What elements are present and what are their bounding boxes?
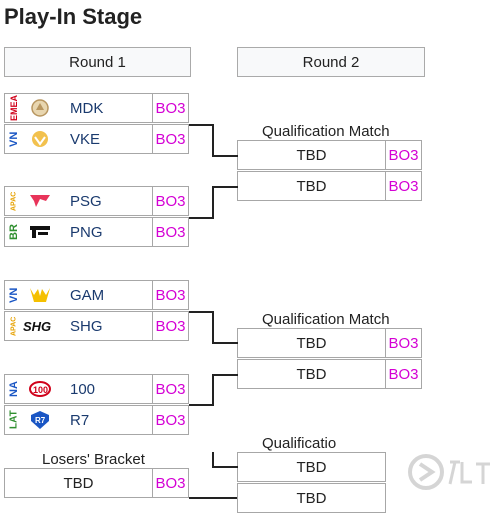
region-label: VN [8, 131, 20, 147]
region-label: VN [8, 287, 20, 303]
page-title: Play-In Stage [4, 4, 143, 29]
team-slot-vke[interactable]: VN VKE [4, 124, 153, 154]
tbd-slot[interactable]: TBD [237, 359, 386, 389]
region-label: APAC [10, 316, 18, 336]
bo3-badge: BO3 [152, 217, 189, 247]
team-name: SHG [70, 318, 103, 335]
100-logo-icon: 100 [27, 379, 53, 399]
bo3-badge: BO3 [152, 405, 189, 435]
team-name: PNG [70, 224, 103, 241]
region-label: LAT [8, 410, 20, 430]
bracket-connector [189, 311, 213, 313]
team-slot-100[interactable]: NA 100 100 [4, 374, 153, 404]
tbd-slot[interactable]: TBD [4, 468, 153, 498]
bracket-connector [212, 155, 238, 157]
round-1-header: Round 1 [4, 47, 191, 77]
bracket-connector [212, 342, 238, 344]
region-label: APAC [10, 191, 18, 211]
shg-logo-icon: SHG [23, 316, 63, 336]
watermark-logo-icon [406, 442, 496, 502]
tbd-slot[interactable]: TBD [237, 140, 386, 170]
mdk-logo-icon [27, 98, 53, 118]
bracket-connector [212, 186, 238, 188]
svg-text:SHG: SHG [23, 319, 51, 334]
bracket-connector [212, 186, 214, 219]
png-logo-icon [27, 222, 53, 242]
region-label: NA [8, 381, 20, 397]
r7-logo-icon: R7 [27, 410, 53, 430]
tbd-slot[interactable]: TBD [237, 328, 386, 358]
bo3-badge: BO3 [152, 124, 189, 154]
gam-logo-icon [27, 285, 53, 305]
bo3-badge: BO3 [152, 93, 189, 123]
bracket-connector [212, 374, 238, 376]
qualification-match-label: Qualification Match [262, 123, 390, 140]
team-name: MDK [70, 100, 104, 117]
team-name: 100 [70, 381, 96, 398]
tbd-slot[interactable]: TBD [237, 483, 386, 513]
qualification-match-label: Qualification Match [262, 311, 390, 328]
bo3-badge: BO3 [385, 359, 422, 389]
bracket-connector [189, 217, 213, 219]
team-name: GAM [70, 287, 105, 304]
psg-logo-icon [27, 191, 53, 211]
vke-logo-icon [27, 129, 53, 149]
bracket-connector [212, 374, 214, 406]
tbd-slot[interactable]: TBD [237, 171, 386, 201]
bo3-badge: BO3 [152, 468, 189, 498]
bo3-badge: BO3 [152, 280, 189, 310]
bracket-connector [189, 404, 213, 406]
bracket-connector [212, 124, 214, 156]
bo3-badge: BO3 [152, 311, 189, 341]
bracket-connector [189, 497, 237, 499]
team-slot-mdk[interactable]: EMEA MDK [4, 93, 153, 123]
bo3-badge: BO3 [385, 140, 422, 170]
bracket-connector [212, 311, 214, 343]
bo3-badge: BO3 [152, 374, 189, 404]
bracket-connector [212, 466, 238, 468]
losers-bracket-label: Losers' Bracket [42, 451, 145, 468]
team-slot-gam[interactable]: VN GAM [4, 280, 153, 310]
team-name: PSG [70, 193, 102, 210]
bracket-connector [189, 124, 213, 126]
region-label: EMEA [9, 95, 19, 122]
bracket-connector [212, 452, 214, 467]
round-2-header: Round 2 [237, 47, 425, 77]
qualification-match-label: Qualificatio [262, 435, 337, 452]
svg-text:100: 100 [33, 385, 48, 395]
team-name: R7 [70, 412, 90, 429]
team-slot-r7[interactable]: LAT R7 R7 [4, 405, 153, 435]
tbd-slot[interactable]: TBD [237, 452, 386, 482]
team-slot-psg[interactable]: APAC PSG [4, 186, 153, 216]
region-label: BR [8, 224, 20, 240]
bo3-badge: BO3 [152, 186, 189, 216]
team-slot-shg[interactable]: APAC SHG SHG [4, 311, 153, 341]
bo3-badge: BO3 [385, 171, 422, 201]
bo3-badge: BO3 [385, 328, 422, 358]
team-slot-png[interactable]: BR PNG [4, 217, 153, 247]
svg-text:R7: R7 [35, 416, 46, 425]
team-name: VKE [70, 131, 101, 148]
